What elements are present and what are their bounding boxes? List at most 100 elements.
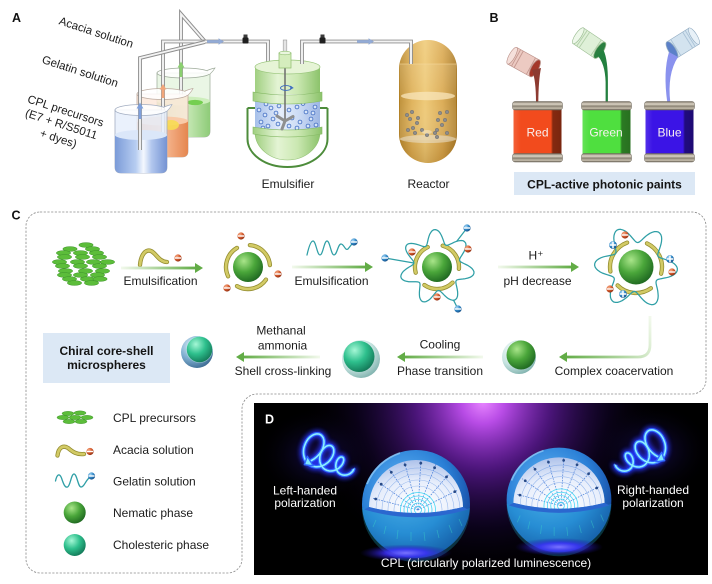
paint-can-blue: Blue (644, 101, 695, 163)
process-arrow-head (365, 262, 373, 272)
emulsion-droplet (310, 110, 316, 116)
paint-stream-green (597, 50, 608, 103)
acacia-chain-highlight (248, 243, 272, 267)
step-condition: H⁺ (529, 249, 544, 263)
panel-a-label: A (12, 11, 21, 25)
process-arrow-head (571, 262, 579, 272)
acacia-chain-highlight (616, 284, 653, 295)
particle (433, 130, 438, 135)
legend-label: CPL precursors (113, 411, 196, 425)
reactor-label: Reactor (407, 177, 449, 191)
gelatin-end-bead (381, 254, 389, 262)
cpl-precursors-beaker (114, 104, 173, 174)
reactor-reflection (422, 130, 432, 134)
cholesteric-microcapsule (342, 340, 380, 378)
paints-caption-box (514, 172, 695, 195)
gelatin-chains (593, 228, 679, 306)
acacia-chain-highlight (224, 246, 239, 278)
gelatin-protonated-bead (609, 241, 617, 249)
legend-label: Cholesteric phase (113, 538, 209, 552)
stirrer-motor-cap (278, 50, 292, 56)
flow-arrow-shaft (207, 40, 219, 43)
flow-arrow-head (136, 102, 144, 109)
valve-body (242, 37, 249, 44)
acacia-end-bead (606, 285, 614, 293)
beaker-liquid (115, 135, 167, 173)
acacia-end-bead (464, 245, 472, 253)
acacia-chain-highlight (423, 281, 454, 291)
flow-arrow-shaft (161, 89, 165, 98)
emulsion-droplet (294, 104, 300, 110)
beaker-spout (184, 88, 194, 96)
can-base (688, 27, 700, 45)
step-2-emulsification: Emulsification (292, 238, 373, 288)
stirrer-motor (278, 52, 292, 69)
gelatin-chain (54, 473, 90, 488)
emulsion-droplet (312, 104, 318, 110)
reactor-base-ring (400, 135, 456, 143)
lc-molecule (62, 246, 78, 252)
particle (435, 127, 440, 132)
can-bottom-rim (581, 153, 632, 163)
lc-molecule (100, 259, 115, 265)
product-label-line-2: microspheres (67, 358, 146, 372)
flow-arrow-head (218, 38, 224, 45)
pipe-bore (301, 40, 412, 64)
pouring-can-red (506, 46, 541, 78)
acacia-solution-icon (55, 444, 94, 458)
cpl-caption: CPL (circularly polarized luminescence) (381, 556, 591, 570)
header-flow-arrow (207, 38, 224, 45)
emulsion-droplet (262, 112, 268, 118)
helix-core (614, 429, 667, 472)
step-condition: Cooling (420, 338, 461, 352)
lc-molecule (92, 263, 107, 269)
lc-molecule (56, 415, 70, 420)
transfer-pipe (300, 38, 413, 64)
process-arrow-head (236, 352, 244, 362)
gelatin-chain-tail (384, 257, 415, 264)
step-label: Emulsification (123, 274, 197, 288)
acacia-end-bead (408, 248, 416, 256)
reactor-liquid-surface (401, 91, 455, 101)
emulsion-droplet (286, 123, 292, 129)
cholesteric-core (343, 341, 375, 372)
cpl-precursors-cluster (52, 242, 115, 286)
process-arrow-head (559, 352, 567, 362)
gelatin-protonated-bead (619, 290, 627, 298)
acacia-chain-highlight (645, 242, 664, 276)
acacia-end-bead (237, 232, 245, 240)
can-ridges (576, 30, 602, 56)
legend-item-nematic-phase: Nematic phase (63, 501, 193, 524)
right-emission-glow (515, 538, 603, 556)
panel-d: D Left-handed polarization Right-handed … (254, 403, 708, 575)
gelatin-end-bead (87, 472, 96, 480)
chiral-core-shell-microsphere (181, 336, 213, 368)
can-shading (645, 108, 694, 155)
lc-molecule (74, 419, 88, 424)
paints-caption: CPL-active photonic paints (527, 178, 682, 192)
liquid-highlight (187, 99, 203, 106)
product-label-box: Chiral core-shell microspheres (43, 333, 170, 383)
particle (411, 125, 416, 130)
can-shading (513, 108, 562, 155)
gelatin-solution-icon (306, 238, 358, 256)
acacia-solution-icon (137, 248, 182, 268)
step-label: Shell cross-linking (235, 364, 332, 378)
can-label: Green (589, 126, 622, 140)
process-arrow-head (397, 352, 405, 362)
emulsion-droplet (268, 105, 274, 111)
flow-arrow-head (159, 84, 167, 90)
gelatin-acacia-droplet (381, 224, 475, 313)
lc-molecule (67, 280, 82, 286)
step-1-emulsification: Emulsification (121, 248, 203, 288)
can-top-rim (644, 101, 695, 111)
can-top-rim (581, 101, 632, 111)
gelatin-solution-icon (54, 472, 96, 488)
right-polarization-label-line-2: polarization (622, 496, 683, 510)
lc-molecule (62, 419, 76, 424)
lc-molecule (73, 410, 87, 416)
legend-item-cpl-precursors: CPL precursors (56, 410, 196, 425)
lc-molecule (84, 280, 99, 286)
legend-label: Acacia solution (113, 443, 194, 457)
